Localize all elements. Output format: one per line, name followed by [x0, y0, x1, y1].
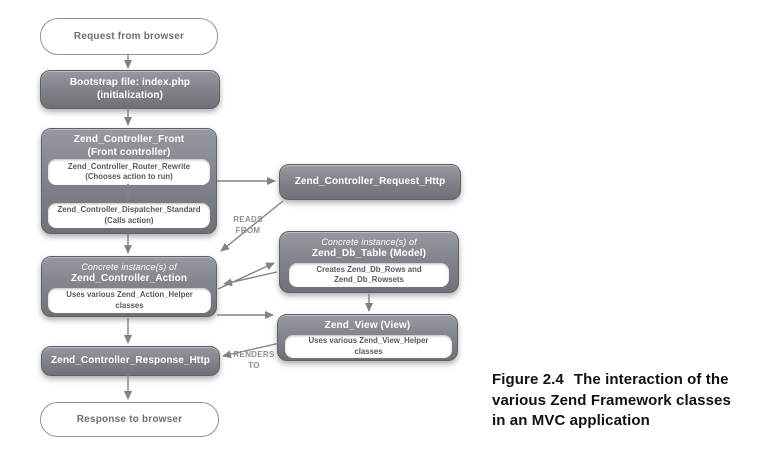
- node-sublabel: classes: [115, 300, 144, 310]
- node-label: Zend_Controller_Router_Rewrite: [67, 161, 191, 171]
- caption-line: various Zend Framework classes: [492, 391, 731, 409]
- edge-label-reads-from: READS FROM: [226, 214, 270, 236]
- node-label: Zend_Controller_Response_Http: [50, 354, 211, 366]
- caption-text: The interaction of the: [573, 371, 729, 388]
- edge-label-line: RENDERS: [233, 350, 275, 359]
- figure-caption: Figure 2.4 The interaction of the various…: [492, 370, 760, 432]
- node-request-from-browser: Request from browser: [40, 18, 218, 55]
- node-title-italic: Concrete instance(s) of: [81, 262, 177, 272]
- figure-number: Figure 2.4: [492, 371, 564, 388]
- node-zend-controller-action: Concrete instance(s) of Zend_Controller_…: [41, 256, 217, 317]
- node-router-rewrite: Zend_Controller_Router_Rewrite (Chooses …: [48, 159, 210, 185]
- node-action-helper: Uses various Zend_Action_Helper classes: [48, 288, 211, 313]
- node-title-italic: Concrete instance(s) of: [321, 237, 417, 247]
- arrow-dbtable-to-action: [223, 271, 278, 287]
- node-zend-controller-request-http: Zend_Controller_Request_Http: [279, 164, 461, 200]
- node-label: Uses various Zend_View_Helper: [308, 336, 429, 346]
- caption-line: in an MVC application: [492, 412, 650, 430]
- edge-label-line: FROM: [235, 226, 261, 236]
- node-sublabel: (initialization): [96, 89, 164, 101]
- node-title: Zend_Controller_Front: [73, 134, 185, 145]
- node-label: Request from browser: [73, 31, 185, 42]
- node-zend-controller-front: Zend_Controller_Front (Front controller)…: [41, 128, 217, 234]
- node-db-rows: Creates Zend_Db_Rows and Zend_Db_Rowsets: [289, 263, 449, 287]
- edge-label-line: READS: [233, 215, 263, 224]
- node-response-to-browser: Response to browser: [40, 402, 219, 437]
- node-zend-controller-response-http: Zend_Controller_Response_Http: [41, 346, 220, 376]
- node-title: Zend_Db_Table (Model): [311, 248, 427, 260]
- node-label: Bootstrap file: index.php: [69, 77, 191, 88]
- node-sublabel: classes: [354, 346, 383, 356]
- node-sublabel: Zend_Db_Rowsets: [334, 275, 404, 284]
- node-label: Creates Zend_Db_Rows and: [316, 264, 422, 274]
- node-label: Zend_Controller_Dispatcher_Standard: [57, 205, 201, 215]
- node-label: Uses various Zend_Action_Helper: [66, 290, 193, 300]
- node-bootstrap-file: Bootstrap file: index.php (initializatio…: [40, 70, 220, 109]
- arrow-action-to-dbtable: [217, 262, 275, 290]
- node-subtitle: (Front controller): [87, 146, 171, 158]
- node-sublabel: (Chooses action to run): [85, 172, 173, 181]
- caption-line: Figure 2.4 The interaction of the: [492, 370, 760, 391]
- node-zend-view: Zend_View (View) Uses various Zend_View_…: [277, 314, 458, 361]
- edge-label-renders-to: RENDERS TO: [225, 349, 283, 371]
- node-title: Zend_View (View): [324, 320, 411, 331]
- node-label: Zend_Controller_Request_Http: [294, 175, 446, 187]
- node-zend-db-table: Concrete instance(s) of Zend_Db_Table (M…: [279, 231, 459, 293]
- node-view-helper: Uses various Zend_View_Helper classes: [285, 335, 452, 358]
- node-title: Zend_Controller_Action: [70, 273, 188, 285]
- node-sublabel: (Calls action): [104, 215, 154, 225]
- edge-label-line: TO: [248, 361, 260, 371]
- node-dispatcher-standard: Zend_Controller_Dispatcher_Standard (Cal…: [48, 203, 210, 228]
- node-label: Response to browser: [76, 414, 183, 425]
